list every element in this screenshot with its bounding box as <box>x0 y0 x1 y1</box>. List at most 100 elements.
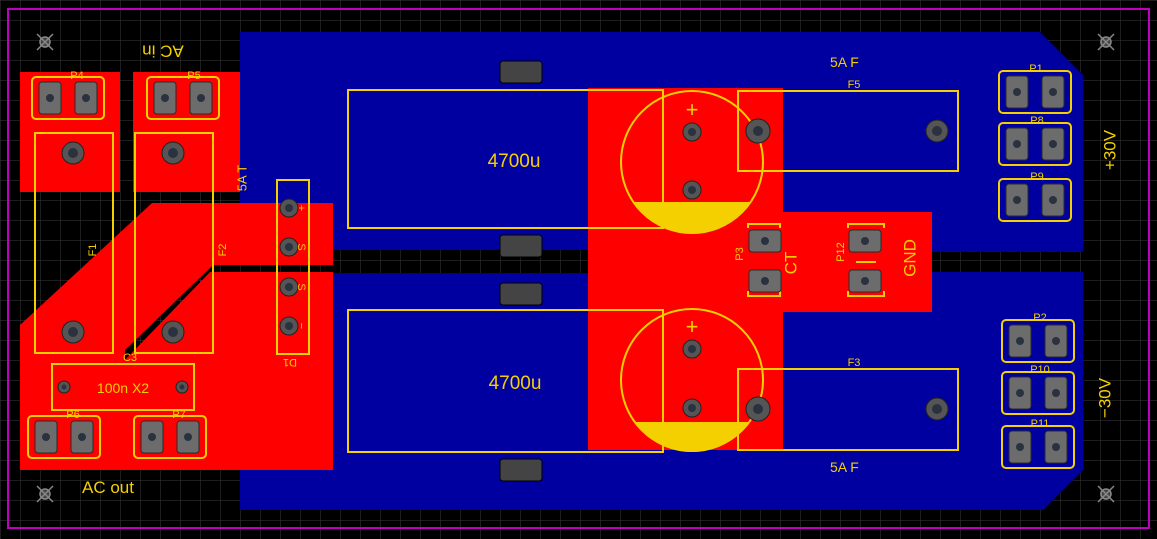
ref-p2: P2 <box>1033 312 1046 324</box>
fuse-rating-f-bottom-label: 5A F <box>830 459 859 475</box>
terminal-p3-pad-1-hole <box>761 237 769 245</box>
terminal-p1 <box>998 70 1072 114</box>
cap-top-plus-mark: + <box>686 97 699 122</box>
ref-p11: P11 <box>1031 418 1050 430</box>
terminal-p9-silk <box>998 178 1072 222</box>
ref-p1: P1 <box>1029 63 1042 75</box>
terminal-p12-outline <box>847 223 885 297</box>
ct-label: CT <box>781 252 800 275</box>
cap-bottom-pad-plus <box>682 339 702 359</box>
fuse-f3-pad-right <box>925 397 949 421</box>
c3-value: 100n X2 <box>97 380 149 396</box>
minus-30v-label: −30V <box>1095 377 1114 418</box>
terminal-p7-pad-1-hole <box>148 433 156 441</box>
top-copper-center-tap <box>588 88 932 450</box>
smd-pad-cap-top-2 <box>499 234 543 258</box>
fuse-f1-pad-top <box>61 141 85 165</box>
terminal-p9 <box>998 178 1072 222</box>
smd-pad-cap-top-1 <box>499 60 543 84</box>
fuse-f1-pad-bottom <box>61 320 85 344</box>
terminal-p3 <box>748 229 782 293</box>
terminal-p6-pad-2-hole <box>78 433 86 441</box>
terminal-p8-pad-2-hole <box>1049 140 1057 148</box>
ac-out-label: AC out <box>82 478 134 497</box>
terminal-p7 <box>133 415 207 459</box>
smd-pad-cap-bottom-2 <box>499 458 543 482</box>
ref-f5: F5 <box>848 79 861 91</box>
terminal-p10 <box>1001 371 1075 415</box>
fuse-f5-outline <box>737 90 959 172</box>
terminal-p6-pad-1-hole <box>42 433 50 441</box>
capacitor-c3-outline <box>51 363 195 411</box>
bridge-pin-label-1: + <box>295 205 307 211</box>
fuse-f3-outline <box>737 368 959 451</box>
terminal-p8-pad-1-hole <box>1013 140 1021 148</box>
terminal-p11-pad-2-hole <box>1052 443 1060 451</box>
ref-p3: P3 <box>734 247 746 260</box>
fuse-f2-outline <box>134 132 214 354</box>
fuse-f2-pad-top <box>161 141 185 165</box>
ref-p12: P12 <box>835 242 847 262</box>
terminal-p4-silk <box>31 76 105 120</box>
terminal-p12 <box>848 229 882 293</box>
mounting-hole-bl <box>36 485 54 503</box>
terminal-p7-pad-2-hole <box>184 433 192 441</box>
cap-top-polarity-mark <box>633 202 751 234</box>
terminal-p5 <box>146 76 220 120</box>
fuse-rating-f-top-label: 5A F <box>830 54 859 70</box>
terminal-p6-silk <box>27 415 101 459</box>
smd-pad-cap-bottom-1 <box>499 282 543 306</box>
top-copper-f1-region <box>20 203 333 470</box>
terminal-p10-pad-1-hole <box>1016 389 1024 397</box>
plus-30v-label: +30V <box>1100 129 1119 170</box>
through-hole-pads <box>57 118 949 422</box>
terminal-p4 <box>31 76 105 120</box>
cap-top-pad-minus <box>682 180 702 200</box>
fuse-f1-outline <box>34 132 114 354</box>
cap-top-body-outline <box>347 89 664 229</box>
cap-bottom-value: 4700u <box>489 373 542 394</box>
terminal-p2-silk <box>1001 319 1075 363</box>
terminal-p6 <box>27 415 101 459</box>
cap-bottom-pad-minus <box>682 398 702 418</box>
terminal-p4-pad-1-hole <box>46 94 54 102</box>
cap-bottom-body-outline <box>347 309 664 453</box>
c3-pad-left <box>57 380 71 394</box>
terminal-p7-silk <box>133 415 207 459</box>
cap-bottom-plus-mark: + <box>686 314 699 339</box>
mounting-holes <box>36 33 1115 503</box>
terminal-p11-silk <box>1001 425 1075 469</box>
ref-p6: P6 <box>66 409 79 421</box>
terminal-p2-pad-2-hole <box>1052 337 1060 345</box>
ref-p8: P8 <box>1030 115 1043 127</box>
fuse-rating-t-label: 5A T <box>234 165 249 192</box>
bottom-copper-pos-rail <box>880 32 1083 252</box>
terminal-p12-pad-1-hole <box>861 237 869 245</box>
ref-c3: C3 <box>123 352 137 364</box>
bridge-pin-1 <box>279 198 299 218</box>
bridge-pin-label-4: − <box>295 323 307 329</box>
fuse-f5-pad-left <box>745 118 771 144</box>
silkscreen-text: AC in AC out 5A T 5A F 5A F +30V −30V GN… <box>66 42 1119 497</box>
bridge-pin-label-3: S <box>295 283 307 290</box>
ac-in-label: AC in <box>142 42 184 61</box>
silkscreen-outlines <box>34 89 959 453</box>
c3-pad-right <box>175 380 189 394</box>
bridge-pin-3 <box>279 277 299 297</box>
smd-pads <box>499 60 543 482</box>
terminal-p2 <box>1001 319 1075 363</box>
bridge-pin-2 <box>279 237 299 257</box>
terminal-p2-pad-1-hole <box>1016 337 1024 345</box>
terminal-p5-pad-1-hole <box>161 94 169 102</box>
mounting-hole-tr <box>1097 33 1115 51</box>
mounting-hole-tl <box>36 33 54 51</box>
ref-p5: P5 <box>187 70 200 82</box>
fuse-f5-pad-right <box>925 119 949 143</box>
terminal-p10-silk <box>1001 371 1075 415</box>
terminal-p5-pad-2-hole <box>197 94 205 102</box>
terminal-p12-pad-2-hole <box>861 277 869 285</box>
terminal-p8 <box>998 122 1072 166</box>
cap-top-value: 4700u <box>488 151 541 172</box>
ref-f3: F3 <box>848 357 861 369</box>
